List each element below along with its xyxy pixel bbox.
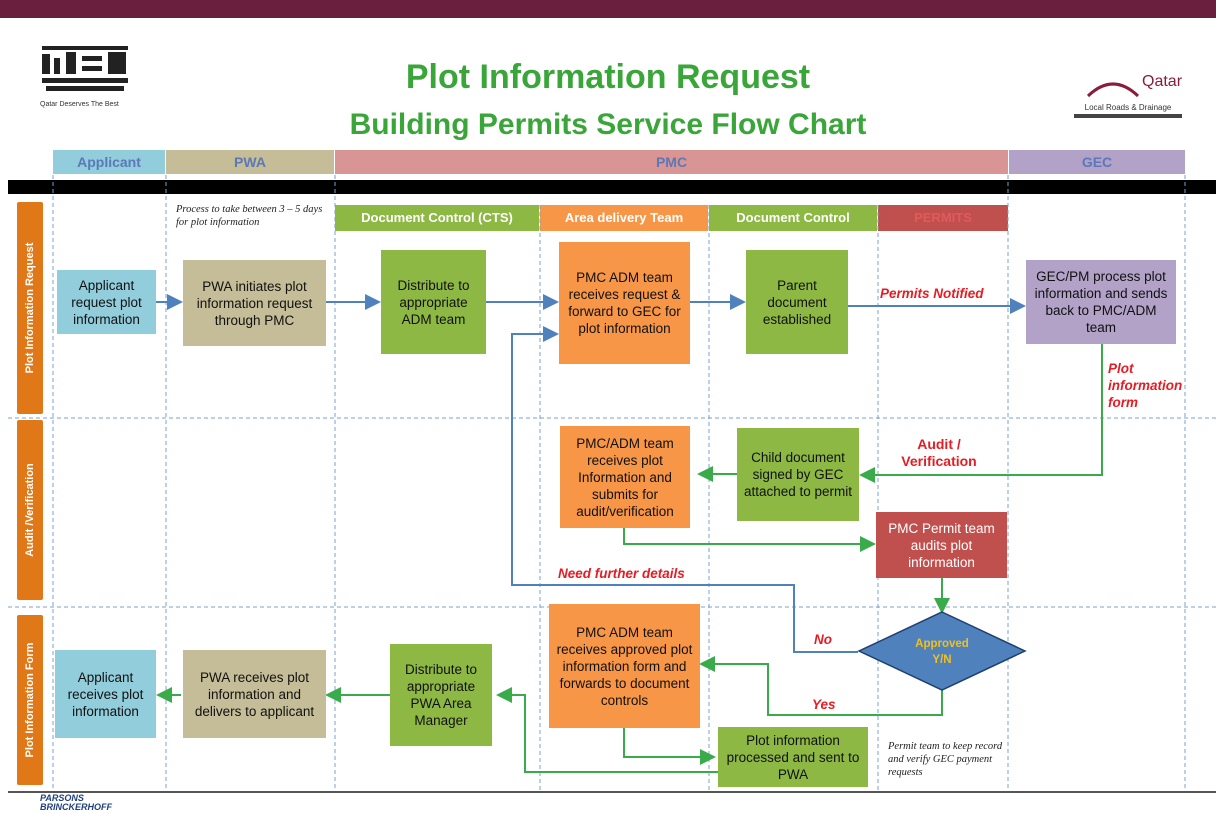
- subheader-area-delivery: Area delivery Team: [540, 205, 708, 231]
- parsons-line1: PARSONS: [40, 793, 84, 803]
- lane-header-gec: GEC: [1009, 150, 1185, 174]
- box-parent-document: Parent document established: [746, 250, 848, 354]
- road-arc-icon: Qatar: [1086, 73, 1183, 98]
- qatar-roads-logo: Qatar Local Roads & Drainage: [1068, 72, 1188, 118]
- approved-text: Approved: [915, 638, 969, 650]
- row-label-audit: Audit /Verification: [17, 420, 43, 600]
- page-title: Plot Information Request: [405, 58, 811, 96]
- parsons-logo: PARSONS BRINCKERHOFF: [40, 794, 112, 812]
- subheader-permits: PERMITS: [878, 205, 1008, 231]
- label-permits-notified: Permits Notified: [880, 286, 984, 301]
- header-divider: [8, 180, 1216, 194]
- pwa-time-note: Process to take between 3 – 5 days for p…: [176, 204, 323, 228]
- lane-header-pmc: PMC: [335, 150, 1008, 174]
- box-pmc-adm-approved: PMC ADM team receives approved plot info…: [549, 604, 700, 728]
- label-yes: Yes: [812, 697, 836, 712]
- box-gec-process: GEC/PM process plot information and send…: [1026, 260, 1176, 344]
- label-need-further: Need further details: [558, 566, 685, 581]
- box-pwa-initiates: PWA initiates plot information request t…: [183, 260, 326, 346]
- yn-text: Y/N: [932, 654, 952, 666]
- box-pwa-receives: PWA receives plot information and delive…: [183, 650, 326, 738]
- logo-right-text: Local Roads & Drainage: [1084, 103, 1172, 112]
- box-child-document: Child document signed by GEC attached to…: [737, 428, 859, 521]
- lane-header-pwa: PWA: [166, 150, 334, 174]
- label-plot-info-form: Plot information form: [1108, 361, 1183, 410]
- parsons-line2: BRINCKERHOFF: [40, 802, 112, 812]
- ashghal-logo-mark: [42, 46, 128, 91]
- box-pmc-adm-receives: PMC ADM team receives request & forward …: [559, 242, 690, 364]
- diamond-label: Approved Y/N: [895, 636, 989, 668]
- page-subtitle: Building Permits Service Flow Chart: [349, 108, 867, 141]
- box-pmc-permit-audit: PMC Permit team audits plot information: [876, 512, 1007, 578]
- logo-right-bar: [1074, 114, 1182, 118]
- return-arrows: [156, 344, 1103, 773]
- box-distribute-pwa: Distribute to appropriate PWA Area Manag…: [390, 644, 492, 746]
- request-arrows: [156, 294, 1026, 653]
- subheader-document-control-cts: Document Control (CTS): [335, 205, 539, 231]
- top-accent-bar: [0, 0, 1216, 18]
- label-audit-verification: Audit / Verification: [901, 436, 977, 469]
- box-applicant-receives: Applicant receives plot information: [55, 650, 156, 738]
- row-label-plot-form: Plot Information Form: [17, 615, 43, 785]
- permit-keep-note: Permit team to keep record and verify GE…: [888, 741, 1003, 778]
- logo-tagline: Qatar Deserves The Best: [40, 101, 119, 108]
- box-distribute-adm: Distribute to appropriate ADM team: [381, 250, 486, 354]
- box-plot-processed: Plot information processed and sent to P…: [718, 727, 868, 787]
- row-label-plot-request: Plot Information Request: [17, 202, 43, 414]
- ashghal-logo: Qatar Deserves The Best: [40, 44, 150, 108]
- box-applicant-request: Applicant request plot information: [57, 270, 156, 334]
- approved-decision-diamond: [857, 611, 1027, 691]
- box-pmc-adm-audit: PMC/ADM team receives plot Information a…: [560, 426, 690, 528]
- subheader-document-control: Document Control: [709, 205, 877, 231]
- lane-header-applicant: Applicant: [53, 150, 165, 174]
- label-no: No: [814, 632, 832, 647]
- qatar-wordmark: Qatar: [1142, 73, 1183, 90]
